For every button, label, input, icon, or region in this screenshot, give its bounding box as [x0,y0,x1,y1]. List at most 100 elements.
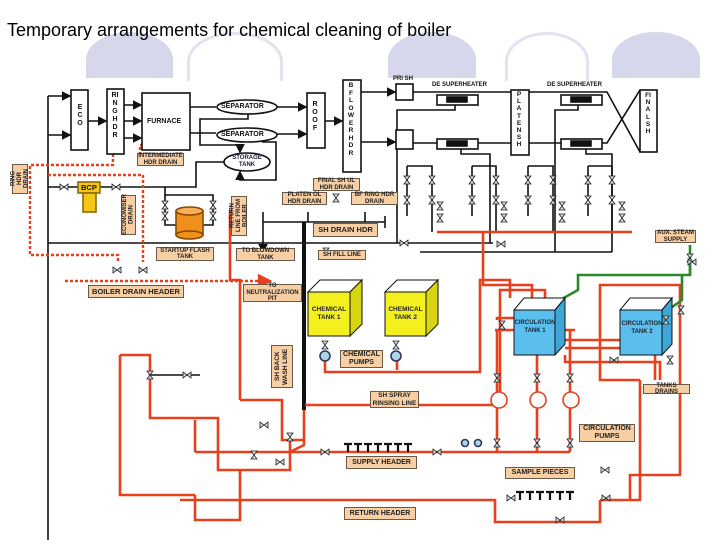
sample-tee-icon [374,442,382,452]
valve-icon [436,201,444,211]
label-line: HDR DRAIN [319,184,354,191]
valve-icon [468,175,476,185]
valve-icon [428,175,436,185]
sample-tee-icon [364,442,372,452]
sample-tee-icon [556,490,564,500]
process-pipe [199,114,249,154]
label-line: WASH LINE [282,348,289,385]
valve-icon [609,356,619,364]
chemical-pump-icon [319,350,331,362]
valve-icon [403,195,411,205]
chemical-tank-1-line-1: CHEMICAL [311,306,347,313]
label-line: PIT [267,296,278,303]
valve-icon [403,175,411,185]
label-line: HDR DRAIN [143,159,178,166]
valve-icon [549,175,557,185]
circulation-tank-2-line-1: CIRCULATION [621,321,663,327]
sample-pieces-label: SAMPLE PIECES [505,467,575,479]
startup-flash-tank [175,206,204,240]
process-pipe [157,161,225,188]
decor-circle [86,32,173,78]
ring-hdr-box [106,88,125,155]
circulation-pump-icon [529,391,547,409]
process-pipe [407,165,433,232]
circulation-tank-1 [512,296,567,357]
valve-icon [432,448,442,456]
label-line: TO [268,283,277,290]
process-pipe [396,105,456,243]
valve-icon [608,195,616,205]
valve-icon [112,266,122,274]
sample-tee-icon [516,490,524,500]
economiser-drain-label: ECONOMISER DRAIN [121,194,136,236]
pri-sh-box-1 [395,83,414,101]
de-superheater-2-label: DE SUPERHEATER [547,82,602,88]
valve-icon [506,494,516,502]
valve-icon [558,213,566,223]
label-line: SH SPRAY [378,391,411,399]
chemical-tank-1-line-2: TANK 1 [317,313,341,321]
sample-tee-icon [404,442,412,452]
valve-icon [533,373,541,383]
sample-tee-icon [546,490,554,500]
valve-icon [500,201,508,211]
valve-icon [549,195,557,205]
sample-tee-icon [354,442,362,452]
valve-icon [566,373,574,383]
steam-pipe [559,245,692,302]
label-line: DRAIN [365,198,384,205]
separator-2 [216,127,278,143]
decor-circle [388,32,476,78]
chemical-tank-2 [383,278,440,338]
valve-icon [332,193,340,203]
valve-icon [496,240,506,248]
return-header-label: RETURN HEADER [344,507,416,520]
process-pipe [554,105,579,252]
valve-icon [677,305,685,315]
final-sh-label: FINAL SH [645,92,651,136]
label-line: FINAL SH UL [317,178,356,184]
valve-icon [601,494,611,502]
pri-sh-box-2 [395,129,414,150]
label-line: TANK [257,254,274,261]
slide-title: Temporary arrangements for chemical clea… [7,20,452,40]
valve-icon [566,438,574,448]
cleaning-pipe [228,210,242,400]
valve-icon [286,432,294,442]
valve-icon [618,213,626,223]
process-pipe [472,165,497,232]
cleaning-pipe [180,498,602,524]
circulation-tank-2 [618,296,674,357]
steam-pipe [667,275,684,312]
final-sh-box [639,89,658,153]
eco-box [70,89,89,151]
cleaning-pipe [240,398,305,442]
roof-label: ROOF [312,101,318,132]
return-line-from-boiler-label: RETURN LINE FROM BOILER [229,196,248,236]
valve-icon [524,195,532,205]
process-pipe [164,187,214,226]
valve-icon [600,466,610,474]
bf-lower-hdr-box [342,79,362,173]
valve-icon [687,258,697,266]
sample-tee-icon [394,442,402,452]
sample-tee-icon [536,490,544,500]
label-line: CHEMICAL [343,351,380,358]
circulation-pump-icon [490,391,508,409]
pressure-gauge-icon [473,438,483,448]
valve-icon [493,373,501,383]
cleaning-pipe [193,470,242,522]
valve-icon [493,438,501,448]
sample-tee-icon [566,490,574,500]
valve-icon [161,200,169,210]
label-line: RINSING LINE [372,399,417,407]
cleaning-pipe [598,283,682,500]
valve-icon [436,213,444,223]
platen-sh-label: PLATEN SH [516,91,522,149]
valve-icon [209,200,217,210]
chemical-tank-2-line-1: CHEMICAL [388,306,423,313]
circulation-pump-icon [562,391,580,409]
